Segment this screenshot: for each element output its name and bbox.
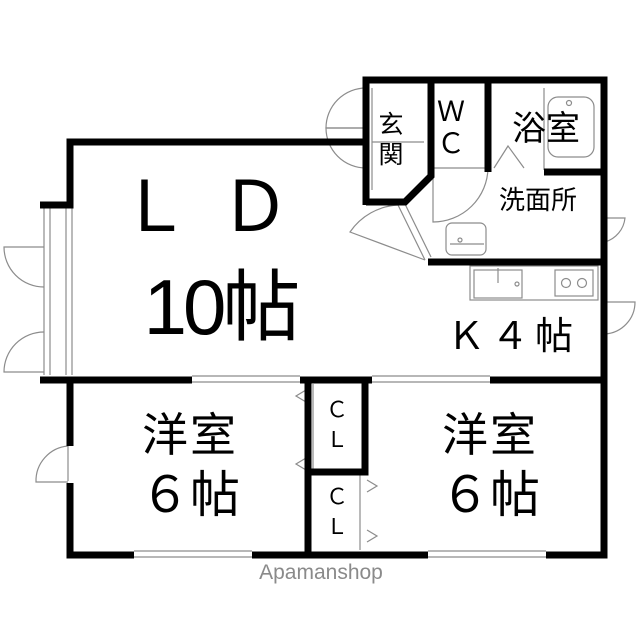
walls [40, 76, 608, 559]
entrance-door-swing-icon [325, 87, 367, 129]
door-swing-icon [3, 246, 45, 288]
western-room-right-label: 洋室 [442, 408, 538, 462]
door-swing-icon [3, 331, 45, 373]
kitchen-label: Ｋ４帖 [446, 316, 579, 358]
western-room-left-size: ６帖 [140, 467, 240, 523]
fixture-lines [3, 87, 636, 558]
entrance-label: 玄関 [378, 110, 404, 169]
bathroom-label: 浴室 [512, 109, 580, 149]
toilet-label: ＷＣ [436, 96, 465, 160]
watermark: Apamanshop [259, 561, 383, 584]
living-dining-size: 10帖 [143, 263, 301, 351]
living-dining-label: ＬＤ [120, 168, 320, 246]
closet-lower-label: ＣＬ [325, 484, 348, 539]
western-room-right-size: ６帖 [440, 467, 540, 523]
western-room-left-label: 洋室 [142, 408, 238, 462]
washroom-label: 洗面所 [498, 186, 577, 216]
closet-upper-label: ＣＬ [325, 397, 348, 452]
